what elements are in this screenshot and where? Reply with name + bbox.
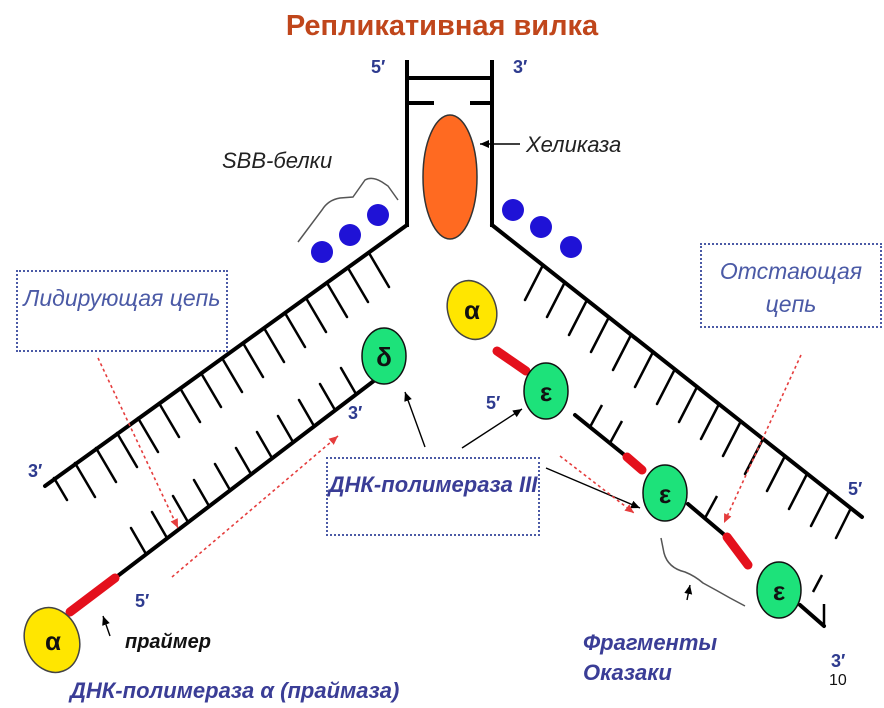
epsilon-symbol: ε bbox=[773, 576, 785, 606]
leading-strand-label: Лидирующая цепь bbox=[23, 285, 221, 311]
okazaki-label: Фрагменты Оказаки bbox=[583, 630, 718, 685]
label-3prime-bottom: 3′ bbox=[831, 651, 846, 671]
delta-symbol: δ bbox=[376, 342, 392, 372]
ssb-label: SBB-белки bbox=[222, 148, 333, 173]
left-template-bases bbox=[52, 251, 391, 502]
right-template-strand bbox=[490, 223, 864, 519]
leading-primer bbox=[65, 573, 120, 617]
right-template-bases bbox=[523, 263, 853, 540]
page-number: 10 bbox=[829, 672, 847, 689]
label-5prime-lagging: 5′ bbox=[486, 393, 501, 413]
label-3prime-left: 3′ bbox=[28, 461, 43, 481]
polymerase-delta: δ bbox=[361, 327, 407, 385]
leading-strand-box: Лидирующая цепь bbox=[16, 270, 228, 352]
epsilon-symbol: ε bbox=[540, 377, 552, 407]
label-5prime-leading: 5′ bbox=[135, 591, 150, 611]
label-5prime-right: 5′ bbox=[848, 479, 863, 499]
helicase bbox=[422, 114, 478, 240]
label-3prime-top: 3′ bbox=[513, 57, 528, 77]
left-template-strand bbox=[43, 223, 409, 488]
polymerase-epsilon-2: ε bbox=[642, 464, 688, 522]
alpha-symbol: α bbox=[464, 295, 480, 325]
primase-alpha-leading: α bbox=[23, 606, 81, 674]
okazaki-fragment-2 bbox=[686, 495, 753, 570]
dna-pol-iii-label: ДНК-полимераза III bbox=[328, 472, 538, 497]
primer-label: праймер bbox=[125, 631, 211, 653]
polymerase-epsilon-1: ε bbox=[523, 362, 569, 420]
primase-alpha-lagging: α bbox=[446, 279, 498, 341]
lagging-strand-box: Отстающая цепь bbox=[700, 243, 882, 328]
ssb-brace bbox=[297, 177, 399, 243]
epsilon-symbol: ε bbox=[659, 479, 671, 509]
dna-pol-iii-box: ДНК-полимераза III bbox=[326, 457, 540, 536]
diagram-title: Репликативная вилка bbox=[285, 10, 599, 42]
helicase-label: Хеликаза bbox=[526, 132, 622, 157]
leading-new-strand bbox=[113, 378, 377, 580]
okazaki-fragment-3 bbox=[798, 574, 826, 628]
dna-pol-alpha-label: ДНК-полимераза α (праймаза) bbox=[70, 678, 400, 703]
alpha-symbol: α bbox=[45, 626, 61, 656]
okazaki-brace bbox=[660, 537, 746, 607]
ssb-proteins bbox=[311, 199, 582, 263]
dotted-arrows bbox=[97, 354, 802, 578]
label-5prime-top: 5′ bbox=[371, 57, 386, 77]
okazaki-fragment-1 bbox=[573, 404, 647, 475]
parental-duplex bbox=[405, 60, 494, 227]
lagging-primer-new bbox=[492, 346, 531, 376]
label-3prime-leading: 3′ bbox=[348, 403, 363, 423]
pointer-arrows bbox=[102, 391, 693, 637]
lagging-strand-label: Отстающая цепь bbox=[719, 258, 863, 318]
polymerase-epsilon-3: ε bbox=[756, 561, 802, 619]
leading-strand-bases bbox=[129, 366, 358, 556]
